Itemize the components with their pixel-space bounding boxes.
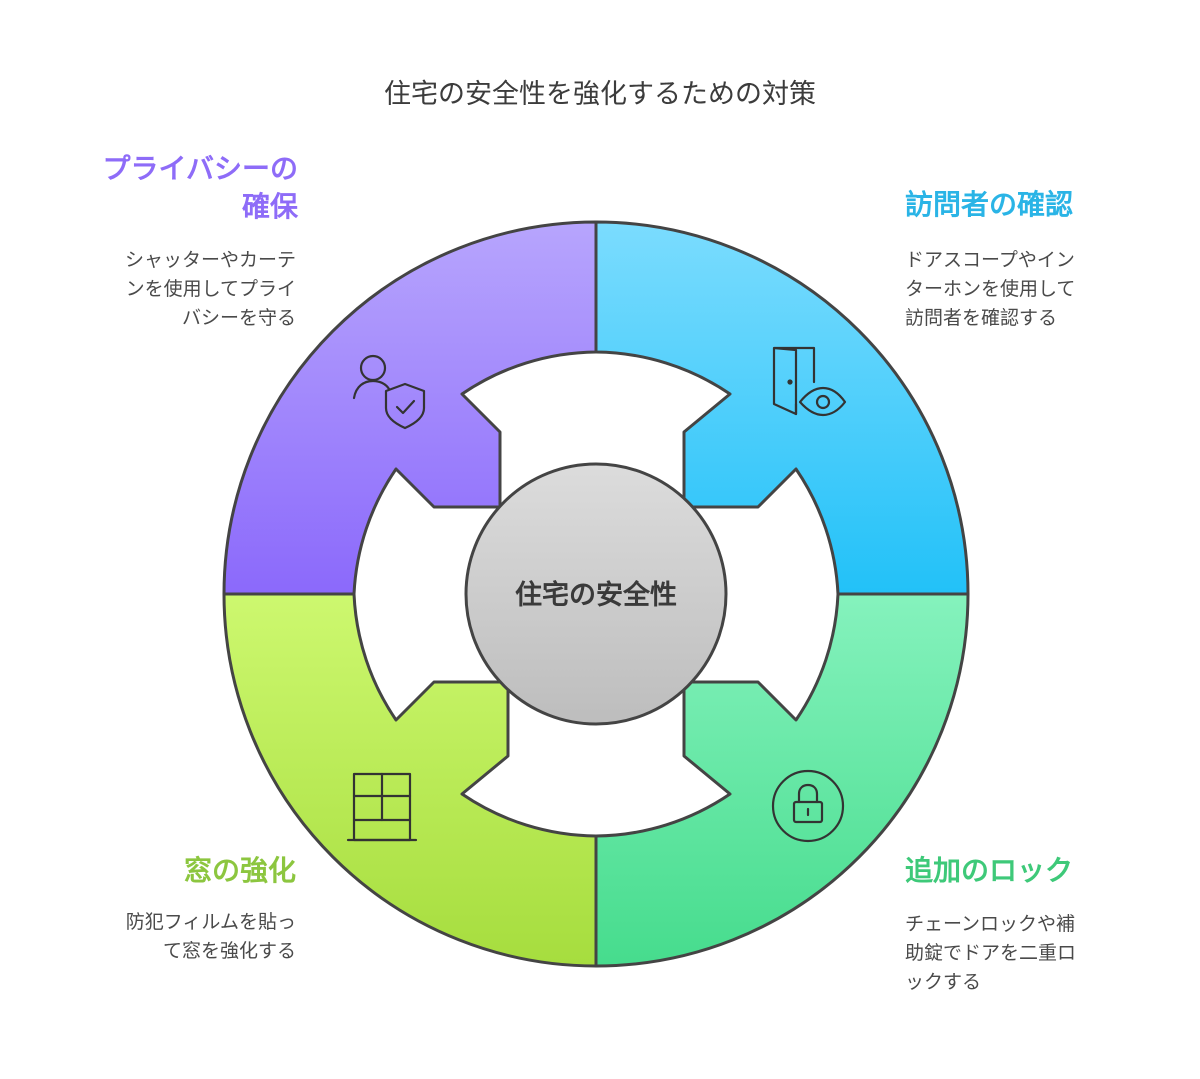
- quadrant-privacy: [222, 220, 598, 596]
- privacy-desc-line: シャッターやカーテ: [124, 249, 296, 271]
- visitor-desc-line: 訪問者を確認する: [905, 307, 1058, 329]
- visitor-desc-line: ドアスコープやイン: [905, 249, 1075, 271]
- quadrant-lock: [594, 592, 970, 968]
- lock-heading-line: 追加のロック: [905, 854, 1074, 887]
- lock-desc-line: ックする: [905, 971, 982, 993]
- door-eye-icon: [772, 346, 847, 417]
- privacy-desc-line: バシーを守る: [181, 307, 296, 329]
- lock-desc-line: チェーンロックや補: [905, 913, 1076, 935]
- center-label: 住宅の安全性: [515, 579, 677, 611]
- privacy-heading: プライバシーの 確保: [30, 150, 298, 226]
- window-heading-line: 窓の強化: [183, 854, 296, 887]
- window-heading: 窓の強化: [30, 852, 296, 890]
- window-desc-line: 防犯フィルムを貼っ: [125, 911, 296, 933]
- window-desc-line: て窓を強化する: [162, 940, 296, 962]
- privacy-desc-line: ンを使用してプライ: [125, 278, 296, 300]
- visitor-heading-line: 訪問者の確認: [905, 188, 1074, 221]
- diagram-title: 住宅の安全性を強化するための対策: [384, 79, 816, 110]
- lock-icon: [771, 769, 845, 843]
- window-description: 防犯フィルムを貼っ て窓を強化する: [30, 908, 296, 966]
- privacy-heading-line: プライバシーの: [102, 152, 298, 185]
- privacy-description: シャッターやカーテ ンを使用してプライ バシーを守る: [30, 246, 296, 333]
- visitor-heading: 訪問者の確認: [905, 186, 1185, 224]
- lock-heading: 追加のロック: [905, 852, 1185, 890]
- center-circle: [464, 462, 728, 726]
- privacy-heading-line: 確保: [241, 190, 298, 223]
- lock-desc-line: 助錠でドアを二重ロ: [905, 942, 1077, 964]
- lock-description: チェーンロックや補 助錠でドアを二重ロ ックする: [905, 910, 1175, 997]
- user-shield-icon: [352, 354, 426, 430]
- window-icon: [346, 772, 418, 842]
- visitor-desc-line: ターホンを使用して: [905, 278, 1076, 300]
- visitor-description: ドアスコープやイン ターホンを使用して 訪問者を確認する: [905, 246, 1175, 333]
